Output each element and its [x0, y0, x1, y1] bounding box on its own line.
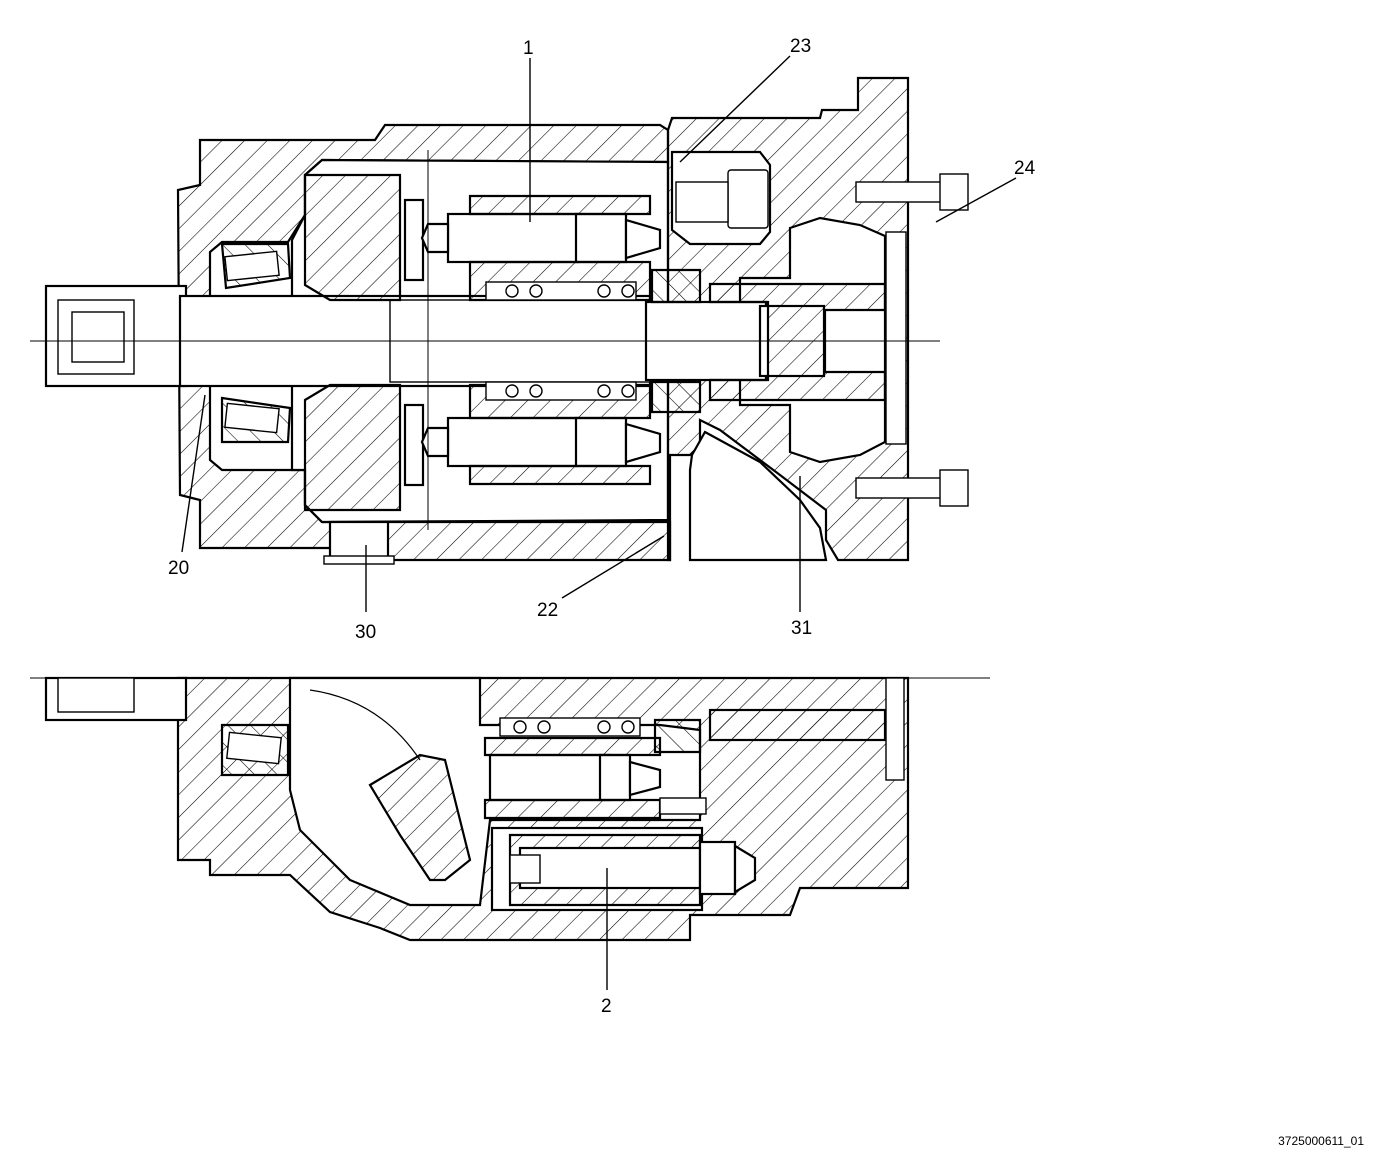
lower-spring	[499, 717, 641, 737]
svg-text:24: 24	[1014, 158, 1036, 179]
svg-text:1: 1	[523, 38, 534, 59]
end-cover-plate	[885, 231, 907, 445]
tilted-swashplate	[368, 753, 472, 882]
shaft-spline-core	[71, 311, 125, 363]
callout-30: 30	[355, 545, 376, 643]
lower-shaft-spline-inner	[57, 677, 135, 713]
callout-2: 2	[601, 868, 612, 1017]
cylinder-barrel-upper	[468, 194, 652, 302]
port-plug-stem	[675, 181, 729, 223]
lower-end-cover	[885, 677, 905, 781]
lower-section-view	[30, 676, 990, 942]
svg-text:2: 2	[601, 996, 612, 1017]
callouts: 1 23 24 20 30 22 31 2	[168, 36, 1036, 1017]
document-id: 3725000611_01	[1278, 1134, 1364, 1148]
bearing-roller-lower	[224, 402, 280, 434]
port-plug	[727, 169, 769, 229]
lower-rear-bearing	[653, 718, 702, 754]
svg-text:23: 23	[790, 36, 811, 57]
bolt-upper	[855, 173, 969, 211]
svg-text:31: 31	[791, 618, 812, 639]
callout-24: 24	[935, 158, 1036, 223]
swashplate-ring	[309, 689, 421, 761]
callout-1: 1	[523, 38, 534, 222]
center-spring	[485, 281, 637, 401]
callout-22: 22	[537, 535, 665, 621]
rear-bearing-upper	[650, 268, 702, 304]
swashplate-lower	[303, 383, 402, 512]
svg-text:20: 20	[168, 558, 189, 579]
lower-piston	[488, 753, 662, 802]
lower-cylinder-barrel	[483, 736, 662, 820]
retainer-lower	[403, 403, 425, 487]
lower-rear-sleeve	[708, 708, 887, 742]
upper-section-view	[30, 76, 969, 565]
callout-23: 23	[679, 36, 811, 163]
svg-text:30: 30	[355, 622, 376, 643]
lower-bearing-roller	[226, 731, 282, 765]
control-piston	[490, 826, 757, 912]
piston-lower	[420, 416, 662, 468]
swashplate-upper	[303, 173, 402, 302]
callout-31: 31	[791, 476, 812, 639]
drain-plug-head	[323, 555, 395, 565]
bearing-roller-upper	[224, 250, 280, 282]
retainer-upper	[403, 198, 425, 282]
svg-text:22: 22	[537, 600, 558, 621]
bolt-lower	[855, 469, 969, 507]
piston-upper	[420, 212, 662, 264]
lower-dowel	[659, 797, 707, 815]
callout-20: 20	[168, 394, 206, 579]
rear-bearing-lower	[650, 380, 702, 414]
shaft-rear-sleeve	[708, 282, 887, 402]
rear-port-cavity	[688, 430, 828, 562]
